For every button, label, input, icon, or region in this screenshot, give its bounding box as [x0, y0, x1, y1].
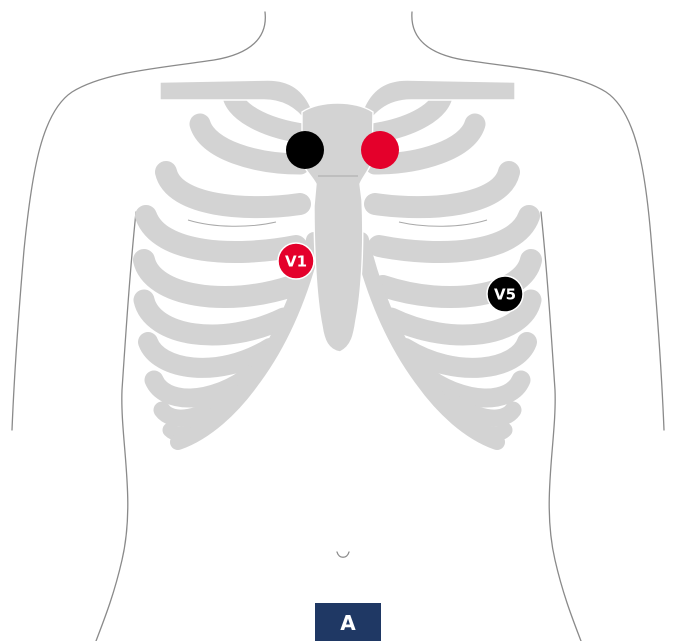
electrode-right-arm	[286, 131, 324, 169]
rib-left-3	[166, 172, 300, 207]
torso-left-line	[96, 212, 136, 641]
rib-left-5	[144, 260, 292, 297]
rib-cage	[144, 80, 531, 442]
torso-right-line	[541, 212, 581, 641]
rib-left-4	[146, 216, 296, 252]
electrode-v1-label: V1	[285, 253, 307, 271]
electrode-v5-label: V5	[494, 286, 516, 304]
electrode-v1: V1	[278, 243, 314, 279]
panel-label-text: A	[340, 611, 356, 635]
electrode-left-arm	[361, 131, 399, 169]
rib-left-7	[148, 342, 270, 368]
rib-right-3	[375, 172, 509, 207]
panel-label-box: A	[315, 603, 381, 641]
rib-edge-left	[188, 220, 276, 226]
navel	[337, 552, 349, 557]
rib-right-7	[405, 342, 527, 368]
rib-right-4	[379, 216, 529, 252]
electrode-v5: V5	[487, 276, 523, 312]
rib-edge-right	[399, 220, 487, 226]
